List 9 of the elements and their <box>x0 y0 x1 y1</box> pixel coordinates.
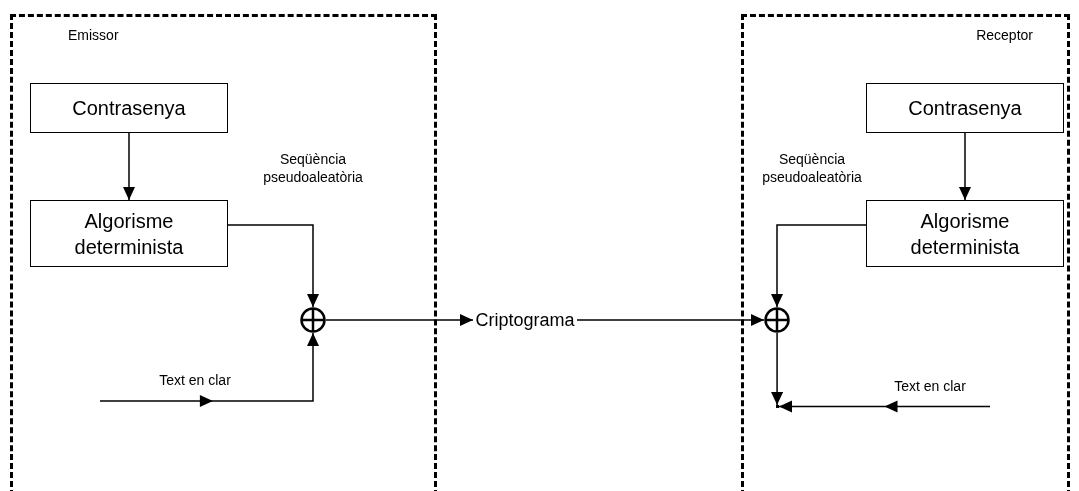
process-box: Algorisme determinista <box>30 200 228 267</box>
xor-symbol <box>764 307 790 333</box>
process-box: Contrasenya <box>866 83 1064 133</box>
xor-symbol <box>300 307 326 333</box>
group-title: Emissor <box>68 27 119 43</box>
group-title: Receptor <box>976 27 1033 43</box>
process-box: Contrasenya <box>30 83 228 133</box>
junction-point <box>776 405 779 408</box>
process-box: Algorisme determinista <box>866 200 1064 267</box>
